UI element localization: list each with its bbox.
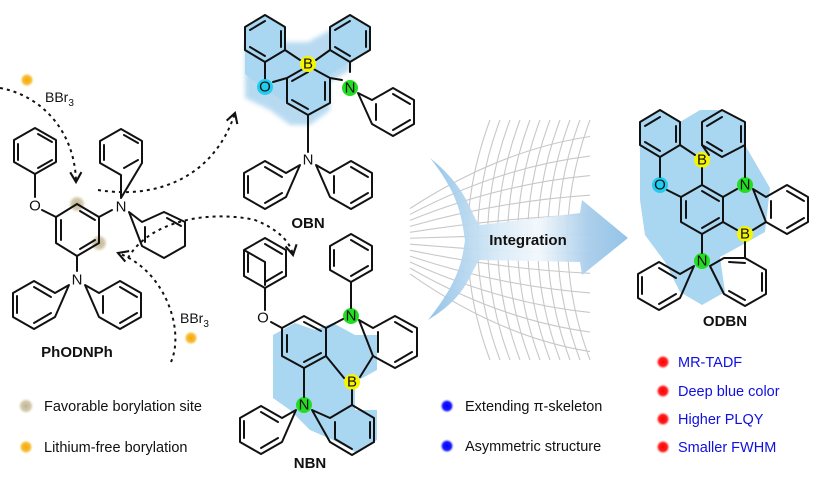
mesh-line xyxy=(409,194,591,227)
oxygen-atom: O xyxy=(259,79,271,96)
property-mr-tadf: MR-TADF xyxy=(678,355,742,371)
legend-favorable-borylation: Favorable borylation site xyxy=(44,399,202,415)
nitrogen-atom: N xyxy=(346,308,357,325)
legend-middle: Extending π-skeleton Asymmetric structur… xyxy=(440,399,602,455)
tan-dot-icon xyxy=(18,398,34,414)
molecule-label-odbn: ODBN xyxy=(703,313,747,330)
reagent-bbr3-top: BBr3 xyxy=(45,89,74,109)
nitrogen-atom: N xyxy=(116,199,127,216)
integration-arrow-group: Integration xyxy=(409,119,628,361)
molecule-odbn: B O N B N ODBN xyxy=(637,109,809,330)
mesh-line xyxy=(409,135,591,209)
boron-atom: B xyxy=(697,152,707,169)
mesh-line xyxy=(409,273,591,353)
integration-arrow xyxy=(428,158,628,320)
red-dot-icon xyxy=(656,355,670,369)
mesh-line xyxy=(409,155,591,215)
nitrogen-atom: N xyxy=(740,177,751,194)
mesh-line xyxy=(409,267,591,333)
blue-dot-icon xyxy=(440,399,454,413)
oxygen-atom: O xyxy=(29,198,41,215)
molecule-label-nbn: NBN xyxy=(294,455,327,472)
red-dot-icon xyxy=(656,440,670,454)
molecule-label-phodnph: PhODNPh xyxy=(41,344,113,361)
molecule-nbn: O N B N NBN xyxy=(239,233,418,472)
red-dot-icon xyxy=(656,412,670,426)
molecule-label-obn: OBN xyxy=(291,215,324,232)
boron-atom: B xyxy=(303,56,313,73)
reaction-arrow-to-nbn xyxy=(127,215,298,259)
blue-dot-icon xyxy=(440,439,454,453)
lithium-free-dot-top xyxy=(20,73,34,87)
orange-dot-icon xyxy=(19,440,33,454)
integration-label: Integration xyxy=(489,232,567,249)
mesh-line xyxy=(409,255,591,294)
legend-asymmetric: Asymmetric structure xyxy=(465,439,601,455)
property-deep-blue: Deep blue color xyxy=(678,384,780,400)
mesh-line xyxy=(409,261,591,313)
reagent-bbr3-bottom: BBr3 xyxy=(180,310,209,330)
nitrogen-atom: N xyxy=(299,397,310,414)
reaction-arrow-to-obn xyxy=(97,110,239,194)
nitrogen-atom: N xyxy=(345,80,356,97)
boron-atom: B xyxy=(347,374,357,391)
properties-list: MR-TADF Deep blue color Higher PLQY Smal… xyxy=(656,355,780,456)
molecule-phodnph: O N N PhODNPh xyxy=(12,127,186,361)
legend-left: Favorable borylation site Lithium-free b… xyxy=(18,398,202,456)
nitrogen-atom: N xyxy=(697,253,708,270)
mesh-line xyxy=(409,249,591,274)
nitrogen-atom: N xyxy=(72,272,83,289)
molecule-obn: B O N N OBN xyxy=(243,14,415,232)
legend-extending-pi: Extending π-skeleton xyxy=(465,399,602,415)
property-higher-plqy: Higher PLQY xyxy=(678,412,764,428)
reaction-arrow-bbr3-top xyxy=(0,87,83,185)
legend-lithium-free: Lithium-free borylation xyxy=(44,440,187,456)
red-dot-icon xyxy=(656,384,670,398)
nitrogen-atom: N xyxy=(303,152,314,169)
property-smaller-fwhm: Smaller FWHM xyxy=(678,440,776,456)
oxygen-atom: O xyxy=(257,310,269,327)
boron-atom: B xyxy=(740,226,750,243)
reaction-arrow-bbr3-bottom xyxy=(116,250,177,363)
lithium-free-dot-bottom xyxy=(184,331,198,345)
mesh-line xyxy=(409,175,591,221)
oxygen-atom: O xyxy=(654,177,666,194)
